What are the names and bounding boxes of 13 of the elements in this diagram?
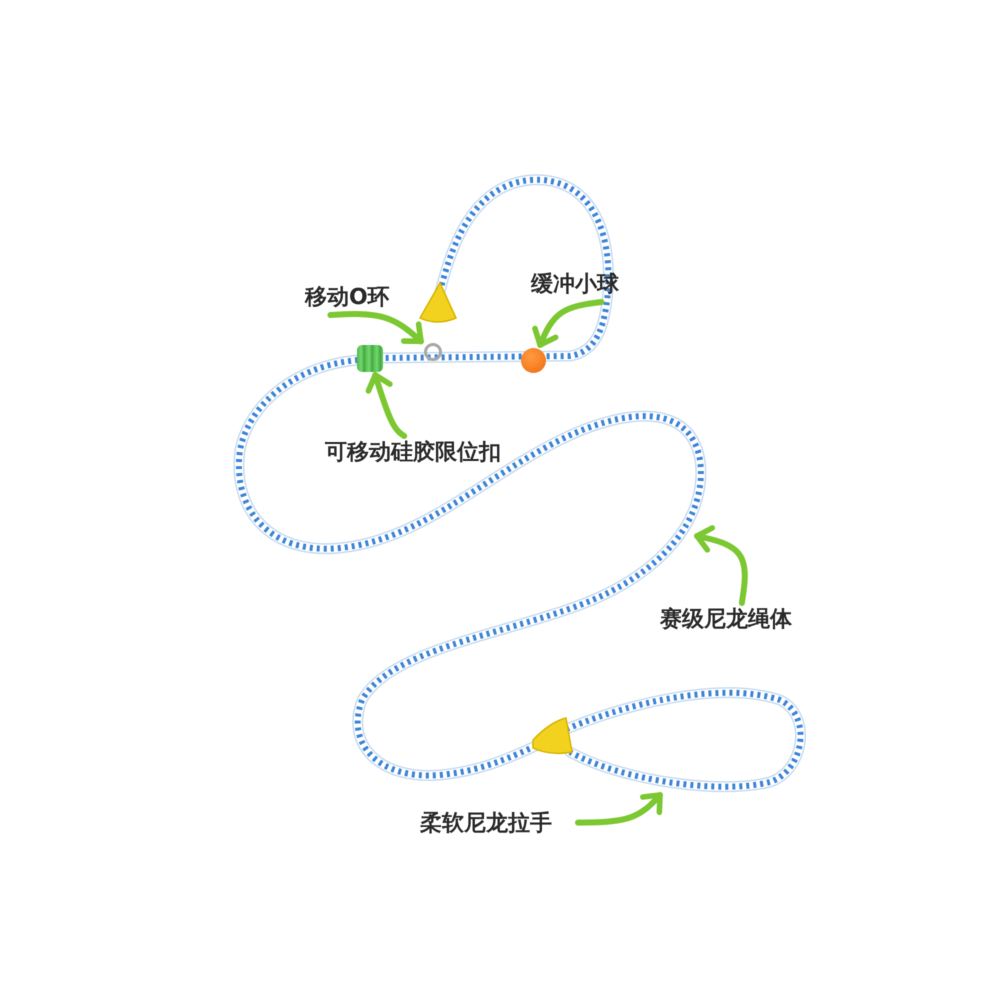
curved-arrow (694, 525, 748, 606)
curved-arrow (575, 792, 663, 826)
callout-label: 柔软尼龙拉手 (420, 810, 552, 838)
callout-label: 可移动硅胶限位扣 (325, 439, 501, 467)
curved-arrow (532, 299, 604, 348)
buffer-ball (521, 348, 546, 373)
silicone-stopper (357, 345, 383, 372)
curved-arrow (327, 311, 424, 344)
metal-o-ring (424, 343, 442, 361)
callout-label: 移动O环 (305, 284, 390, 312)
curved-arrow (366, 372, 408, 439)
callout-label: 缓冲小球 (531, 271, 619, 299)
callout-label: 赛级尼龙绳体 (660, 606, 792, 634)
